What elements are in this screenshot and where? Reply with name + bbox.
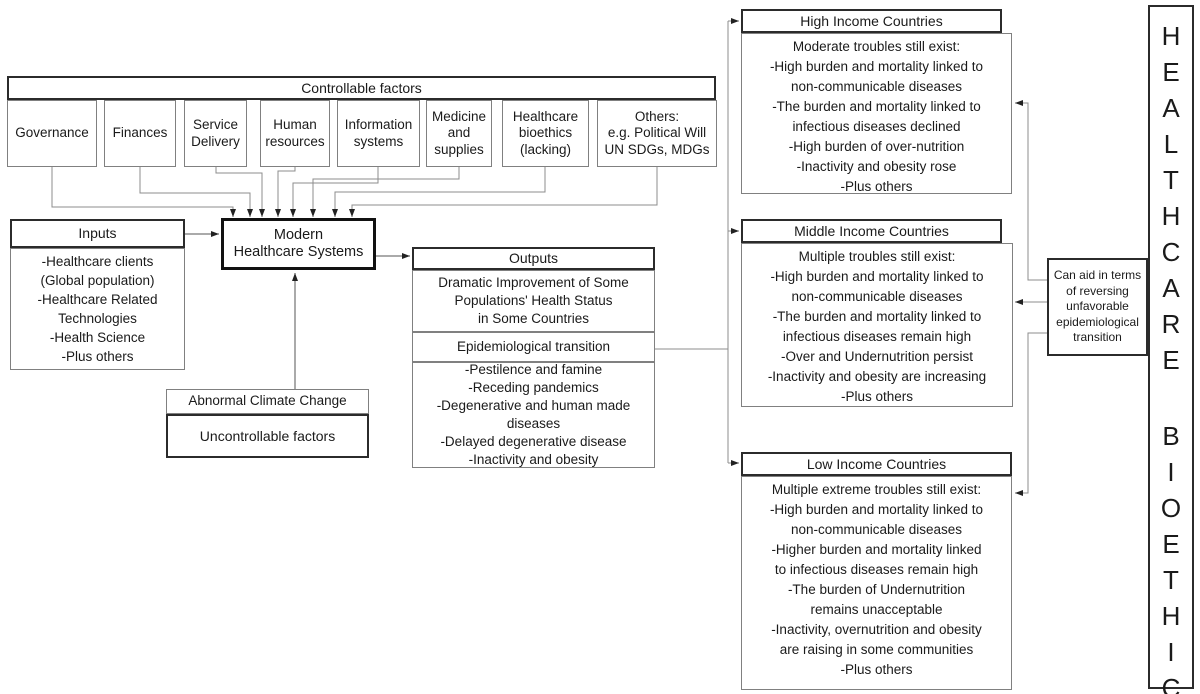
factor-healthcare-bioethics: Healthcare bioethics (lacking) bbox=[502, 100, 589, 167]
factor-finances: Finances bbox=[104, 100, 176, 167]
controllable-factors-header: Controllable factors bbox=[7, 76, 716, 100]
connector-others-to-mhs bbox=[349, 167, 658, 217]
factor-medicine-supplies: Medicine and supplies bbox=[426, 100, 492, 167]
epidemiological-transition-header: Epidemiological transition bbox=[412, 332, 655, 362]
middle-income-text: Multiple troubles still exist: -High bur… bbox=[767, 249, 987, 404]
banner-word-bioethics: BIOETHICS bbox=[1156, 421, 1186, 694]
factor-governance: Governance bbox=[7, 100, 97, 167]
can-aid-note-box: Can aid in terms of reversing unfavorabl… bbox=[1047, 258, 1148, 356]
banner-word-healthcare: HEALTHCARE bbox=[1156, 21, 1186, 381]
outputs-header: Outputs bbox=[412, 247, 655, 270]
connector-information-systems-to-mhs bbox=[290, 167, 379, 217]
high-income-text: Moderate troubles still exist: -High bur… bbox=[769, 39, 984, 194]
uncontrollable-factors-box: Uncontrollable factors bbox=[166, 414, 369, 458]
high-income-body: Moderate troubles still exist: -High bur… bbox=[741, 33, 1012, 194]
connector-canaid-to-high-income bbox=[1015, 100, 1047, 281]
inputs-header: Inputs bbox=[10, 219, 185, 248]
low-income-text: Multiple extreme troubles still exist: -… bbox=[769, 482, 984, 677]
factor-service-delivery: Service Delivery bbox=[184, 100, 247, 167]
connector-service-delivery-to-mhs bbox=[215, 167, 265, 217]
connector-healthcare-bioethics-to-mhs bbox=[332, 167, 546, 217]
inputs-list: -Healthcare clients (Global population) … bbox=[10, 248, 185, 370]
outputs-improvement-box: Dramatic Improvement of Some Populations… bbox=[412, 270, 655, 332]
connector-finances-to-mhs bbox=[139, 167, 253, 217]
connector-human-resources-to-mhs bbox=[275, 167, 296, 217]
factor-information-systems: Information systems bbox=[337, 100, 420, 167]
low-income-header: Low Income Countries bbox=[741, 452, 1012, 476]
low-income-body: Multiple extreme troubles still exist: -… bbox=[741, 476, 1012, 690]
middle-income-header: Middle Income Countries bbox=[741, 219, 1002, 243]
connector-canaid-to-low-income bbox=[1015, 332, 1047, 496]
epidemiological-transition-list: -Pestilence and famine -Receding pandemi… bbox=[412, 362, 655, 468]
factor-human-resources: Human resources bbox=[260, 100, 330, 167]
high-income-header: High Income Countries bbox=[741, 9, 1002, 33]
middle-income-body: Multiple troubles still exist: -High bur… bbox=[741, 243, 1013, 407]
modern-healthcare-systems-box: Modern Healthcare Systems bbox=[221, 218, 376, 270]
connector-governance-to-mhs bbox=[51, 167, 236, 217]
connector-medicine-supplies-to-mhs bbox=[310, 167, 460, 217]
healthcare-bioethics-banner: HEALTHCARE BIOETHICS bbox=[1148, 5, 1194, 694]
abnormal-climate-change-box: Abnormal Climate Change bbox=[166, 389, 369, 414]
factor-others: Others: e.g. Political Will UN SDGs, MDG… bbox=[597, 100, 717, 167]
